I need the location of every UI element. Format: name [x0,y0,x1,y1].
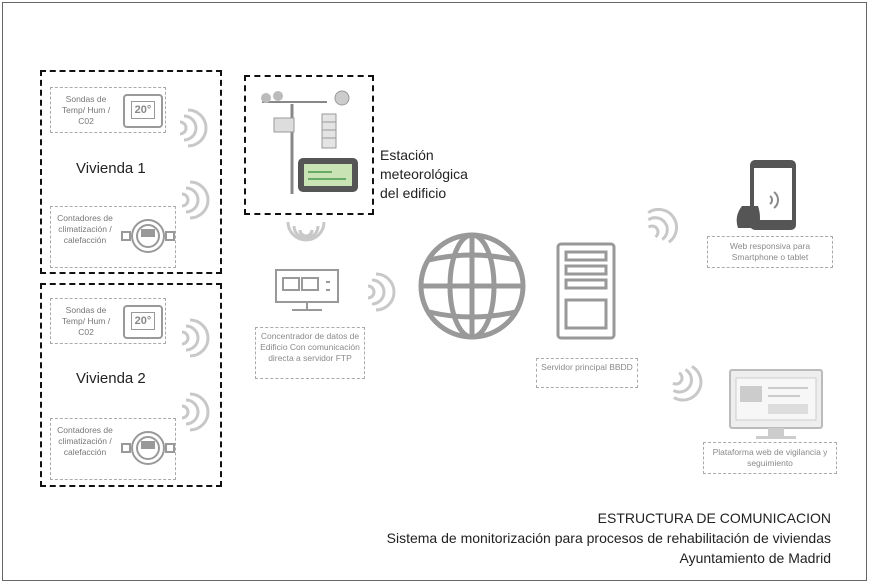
monitor-icon [729,369,823,439]
wireless-signal-icon [181,318,210,358]
weather-station-label: Estación meteorológica del edificio [380,146,468,203]
footer-org: Ayuntamiento de Madrid [679,550,832,566]
thermostat-display: 20° [131,101,155,119]
weather-station-line-2: meteorológica [380,166,468,182]
smartphone-caption-box: Web responsiva para Smartphone o tablet [707,236,833,268]
thermostat-value: 20° [134,104,152,116]
weather-station-icon [261,90,358,194]
house-2-sensor-box: Sondas de Temp/ Hum / C02 20° [50,298,166,344]
concentrator-icon [275,269,339,311]
footer-subtitle: Sistema de monitorización para procesos … [386,530,831,546]
weather-station-line-1: Estación [380,147,434,163]
meter-icon [121,219,175,253]
thermostat-icon: 20° [123,94,163,128]
server-caption-box: Servidor principal BBDD [536,358,638,388]
wireless-signal-icon [181,392,210,432]
server-icon [556,242,616,340]
thermostat-display: 20° [131,312,155,330]
house-1-title: Vivienda 1 [76,160,146,177]
thermostat-icon: 20° [123,305,163,339]
wireless-signal-icon [179,108,208,148]
wireless-signal-icon [286,221,326,242]
wireless-signal-icon [647,207,679,244]
weather-station-line-3: del edificio [380,185,447,201]
platform-caption: Plataforma web de vigilancia y seguimien… [712,447,828,468]
footer: ESTRUCTURA DE COMUNICACION Sistema de mo… [387,508,831,568]
house-1-sensor-box: Sondas de Temp/ Hum / C02 20° [50,87,166,133]
wireless-signal-icon [181,180,210,220]
thermostat-value: 20° [134,315,152,327]
house-2-title: Vivienda 2 [76,370,146,387]
globe-icon [418,232,526,340]
house-2-group [40,283,222,487]
house-1-sensor-label: Sondas de Temp/ Hum / C02 [61,94,111,126]
platform-caption-box: Plataforma web de vigilancia y seguimien… [703,442,837,474]
concentrator-caption-box: Concentrador de datos de Edificio Con co… [255,327,365,379]
weather-station-box [244,75,374,215]
wireless-signal-icon [672,365,703,402]
footer-title: ESTRUCTURA DE COMUNICACION [597,510,831,526]
concentrator-caption: Concentrador de datos de Edificio Con co… [260,331,360,363]
house-2-sensor-label: Sondas de Temp/ Hum / C02 [61,305,111,337]
house-1-meter-label: Contadores de climatización / calefacció… [57,213,113,245]
house-1-group [40,70,222,274]
house-2-meter-label: Contadores de climatización / calefacció… [57,425,113,457]
smartphone-caption: Web responsiva para Smartphone o tablet [729,241,811,262]
meter-icon [121,431,175,465]
smartphone-icon [736,160,796,230]
server-caption: Servidor principal BBDD [541,362,633,372]
wireless-signal-icon [367,272,396,312]
